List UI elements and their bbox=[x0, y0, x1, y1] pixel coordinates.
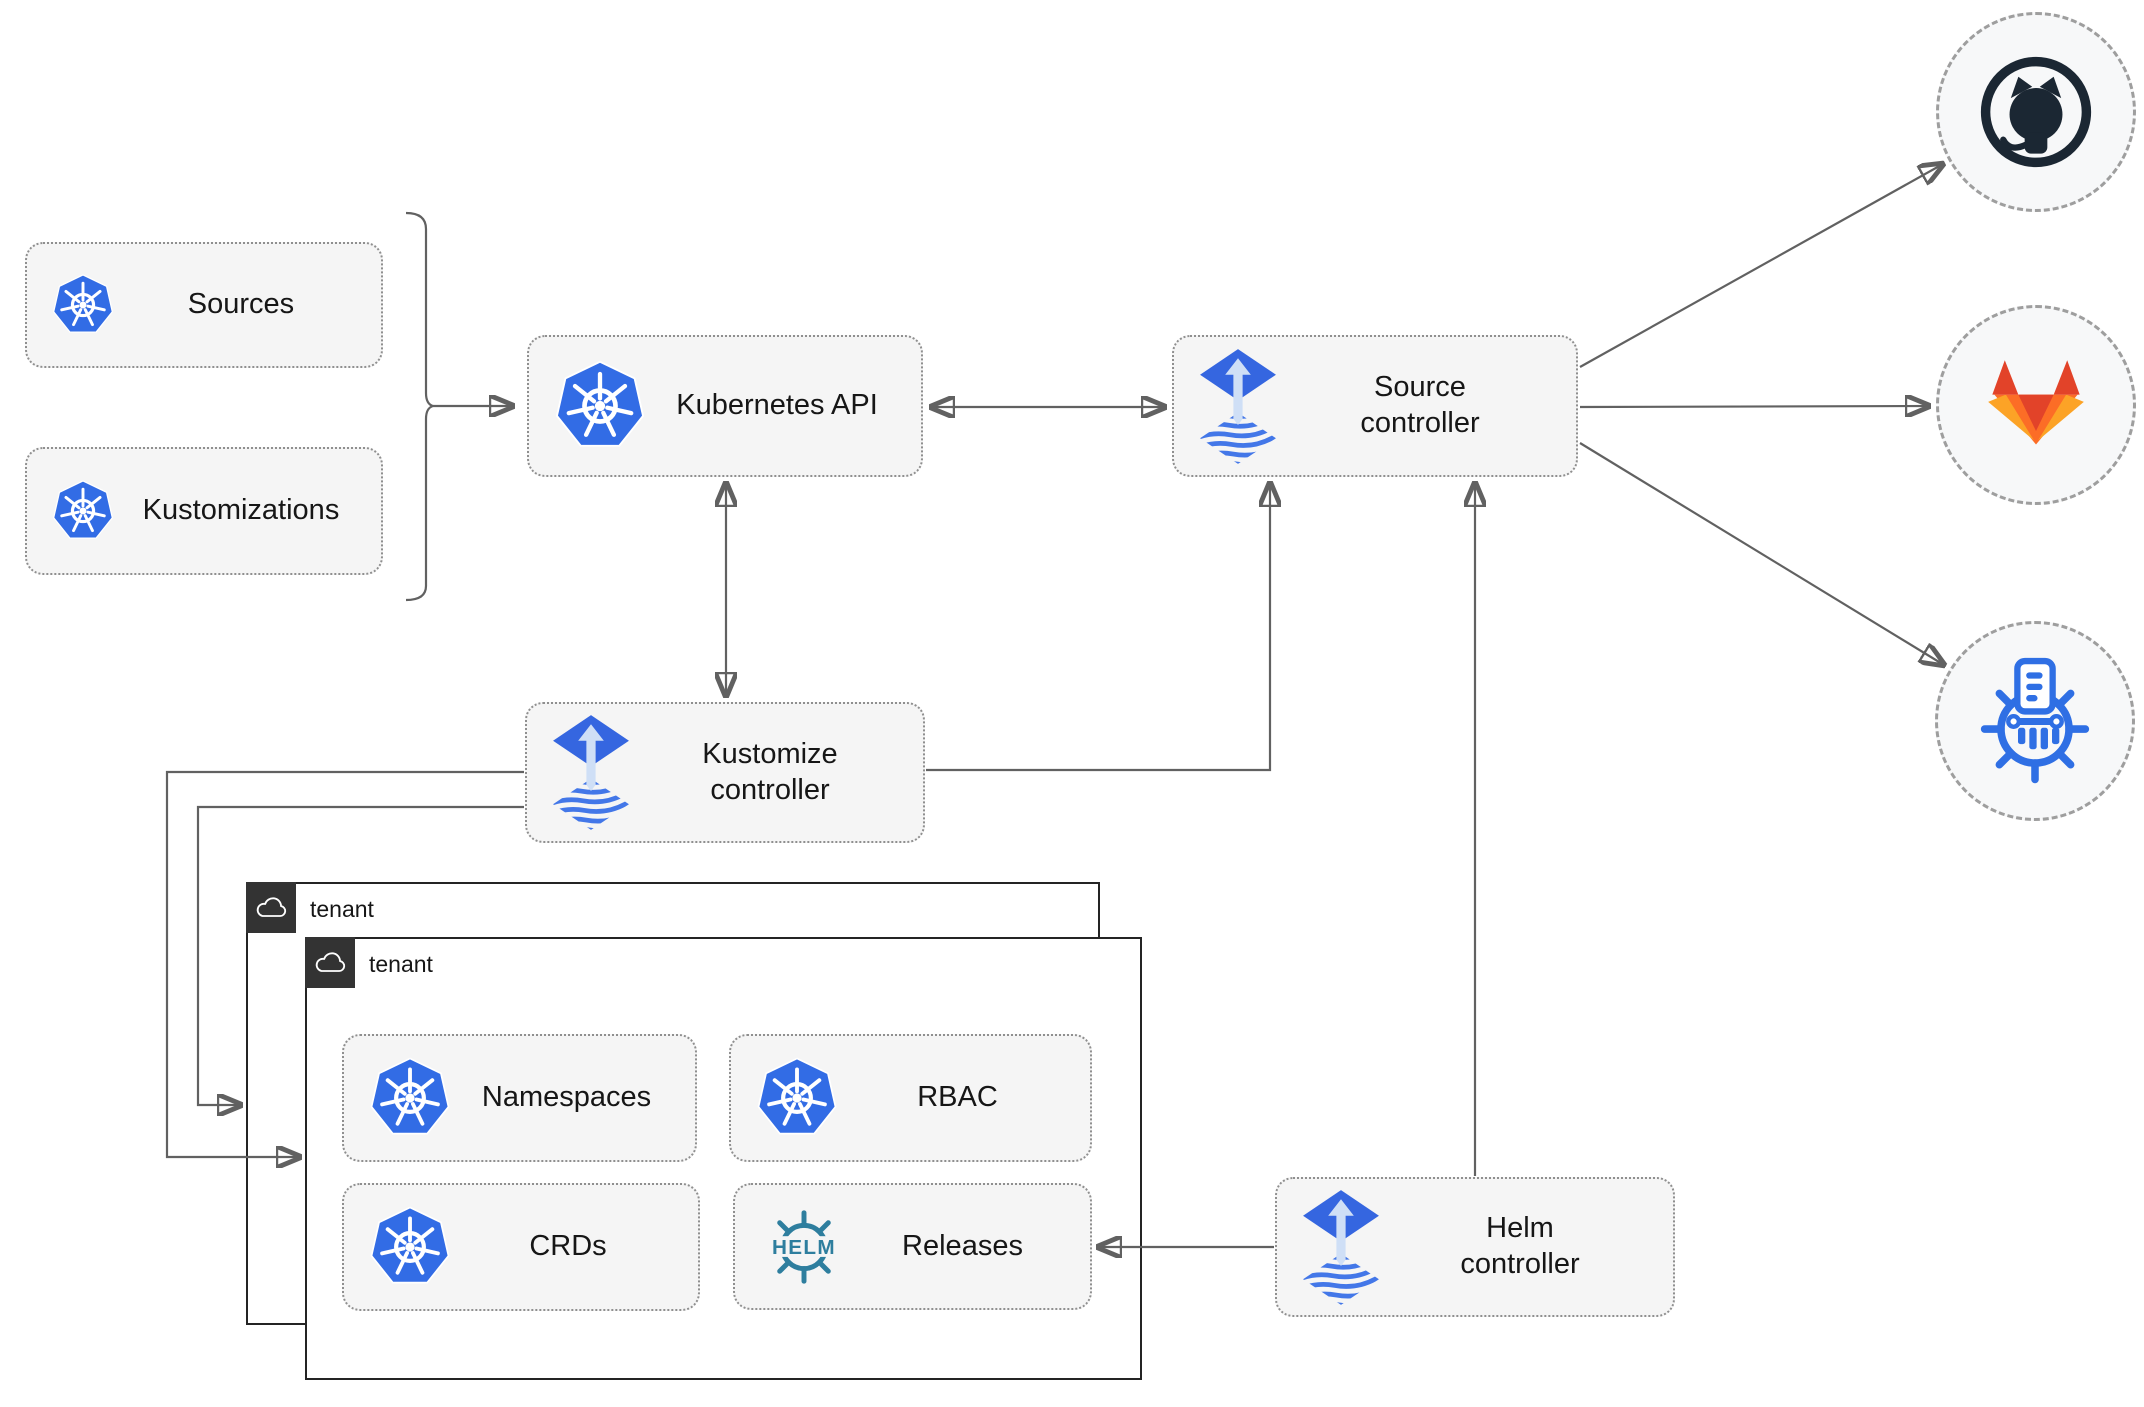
node-kustomizations: Kustomizations bbox=[25, 447, 383, 575]
helm-logo-text: HELM bbox=[772, 1235, 836, 1258]
tenant-tab bbox=[246, 882, 296, 933]
tenant-label: tenant bbox=[310, 896, 374, 922]
node-label: Source controller bbox=[1360, 371, 1480, 439]
kubernetes-icon bbox=[51, 479, 115, 543]
flux-icon bbox=[1301, 1190, 1381, 1305]
helm-wheel-icon: HELM bbox=[761, 1209, 847, 1284]
kubernetes-icon bbox=[368, 1056, 452, 1140]
node-namespaces: Namespaces bbox=[342, 1034, 697, 1162]
chartmuseum-icon bbox=[1972, 656, 2098, 787]
tenant-tab bbox=[305, 937, 355, 988]
node-rbac: RBAC bbox=[729, 1034, 1092, 1162]
endpoint-github bbox=[1936, 12, 2136, 212]
cloud-icon bbox=[313, 950, 347, 975]
node-sources: Sources bbox=[25, 242, 383, 368]
node-kustomize-controller: Kustomize controller bbox=[525, 702, 925, 843]
node-label: Namespaces bbox=[481, 1081, 652, 1114]
arrow-source-to-chartmuseum bbox=[1579, 442, 1944, 665]
node-label: CRDs bbox=[529, 1230, 607, 1263]
arrow-kustomize-to-source-controller bbox=[926, 483, 1270, 772]
node-crds: CRDs bbox=[342, 1183, 700, 1311]
kubernetes-icon bbox=[553, 359, 647, 453]
kubernetes-icon bbox=[755, 1056, 839, 1140]
node-kubernetes-api: Kubernetes API bbox=[527, 335, 923, 477]
endpoint-chartmuseum bbox=[1935, 621, 2135, 821]
kubernetes-icon bbox=[51, 273, 115, 337]
flux-icon bbox=[551, 715, 631, 830]
arrow-source-to-github bbox=[1579, 164, 1943, 368]
cloud-icon bbox=[254, 895, 288, 920]
node-label: Sources bbox=[187, 288, 295, 321]
node-label: Releases bbox=[902, 1229, 1023, 1262]
node-label: Kustomizations bbox=[142, 494, 340, 527]
node-helm-controller: Helm controller bbox=[1275, 1177, 1675, 1317]
node-label: Kubernetes API bbox=[676, 389, 878, 422]
node-label: Helm controller bbox=[1460, 1212, 1580, 1280]
node-releases: HELM Releases bbox=[733, 1183, 1092, 1310]
arrow-source-to-gitlab bbox=[1579, 406, 1929, 407]
endpoint-gitlab bbox=[1936, 305, 2136, 505]
github-icon bbox=[1973, 49, 2099, 175]
node-label: RBAC bbox=[917, 1081, 998, 1114]
tenant-label: tenant bbox=[369, 951, 433, 977]
kubernetes-icon bbox=[368, 1205, 452, 1289]
bracket-sources-group bbox=[405, 211, 437, 602]
node-label: Kustomize controller bbox=[702, 737, 838, 806]
gitlab-icon bbox=[1984, 353, 2088, 457]
flux-icon bbox=[1198, 349, 1278, 464]
node-source-controller: Source controller bbox=[1172, 335, 1578, 477]
